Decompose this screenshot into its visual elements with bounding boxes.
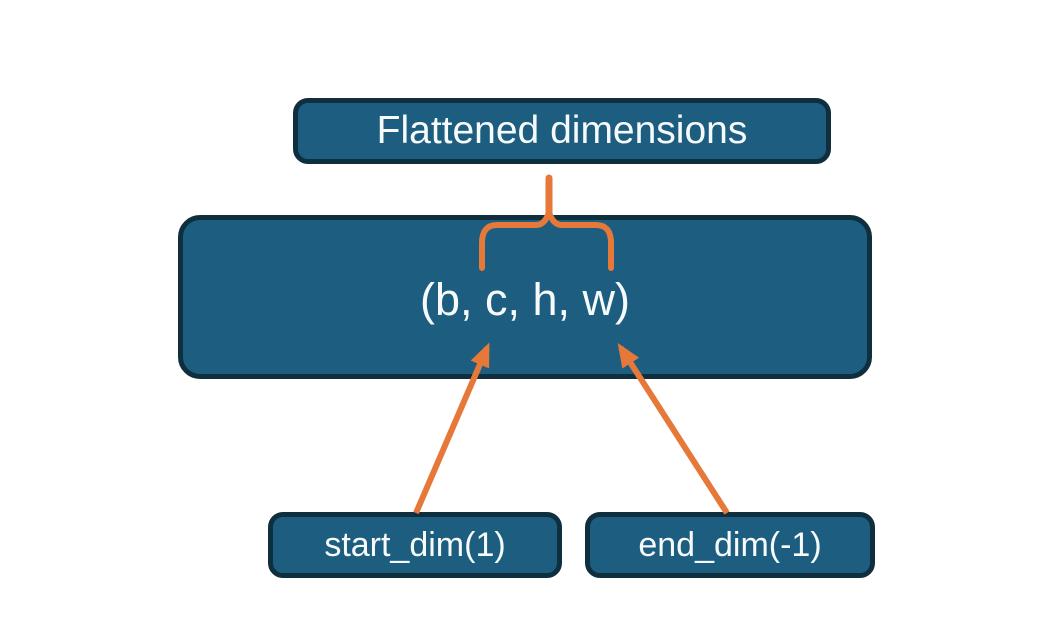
tensor-shape-box: (b, c, h, w) (178, 215, 872, 379)
flattened-dimensions-box: Flattened dimensions (293, 98, 831, 164)
end-dim-box: end_dim(-1) (585, 512, 875, 578)
start-dim-box: start_dim(1) (268, 512, 562, 578)
flattened-dimensions-label: Flattened dimensions (376, 109, 748, 152)
start-dim-label: start_dim(1) (324, 525, 506, 564)
tensor-shape-label: (b, c, h, w) (419, 274, 631, 325)
end-dim-label: end_dim(-1) (638, 525, 822, 564)
